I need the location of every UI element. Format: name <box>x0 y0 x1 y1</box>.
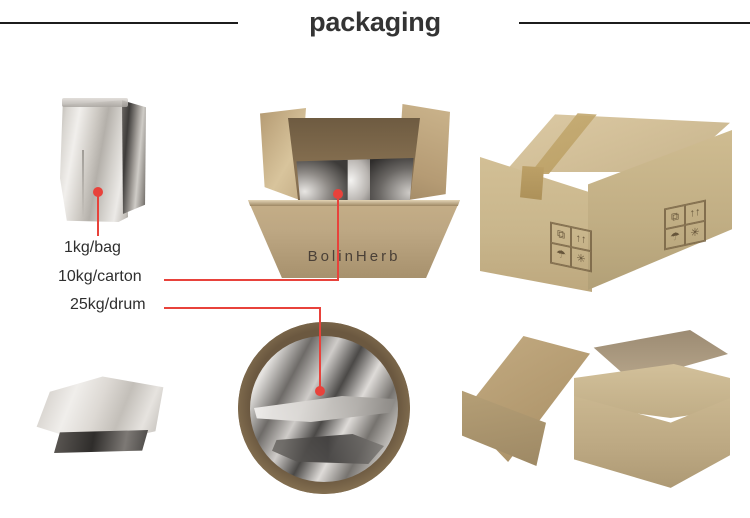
sealing-tape-side <box>520 166 544 200</box>
foil-bag-crease <box>82 150 84 218</box>
no-stack-icon: ✳ <box>685 220 705 245</box>
keep-dry-icon: ☂ <box>551 242 571 267</box>
photo-drum-interior <box>238 322 410 494</box>
callout-dot-bag <box>93 187 103 197</box>
header-rule-left <box>0 22 238 24</box>
photo-sealed-carton: ⧉ ↑↑ ☂ ✳ ⧉ ↑↑ ☂ ✳ <box>476 112 734 308</box>
flat-bag-underside <box>54 430 149 454</box>
foil-bag-top-seal <box>62 98 128 107</box>
handling-symbols-right: ⧉ ↑↑ ☂ ✳ <box>664 199 706 251</box>
callout-label-bag: 1kg/bag <box>64 239 121 256</box>
callout-dot-drum <box>315 386 325 396</box>
callout-dot-carton <box>333 189 343 199</box>
header-rule-right <box>519 22 750 24</box>
callout-label-drum: 25kg/drum <box>70 296 146 313</box>
carton-front-panel <box>248 200 460 278</box>
carton-brand-text: BolinHerb <box>307 248 401 265</box>
callout-label-carton: 10kg/carton <box>58 268 142 285</box>
callout-leader-carton-h <box>164 279 339 281</box>
header: packaging <box>0 0 750 48</box>
photo-standing-foil-bag <box>52 96 150 224</box>
page-title: packaging <box>309 7 441 37</box>
photo-flat-foil-bag <box>30 368 170 464</box>
photo-open-carton: BolinHerb <box>248 96 460 282</box>
callout-leader-drum-h <box>164 307 321 309</box>
callout-leader-bag <box>97 194 99 236</box>
keep-dry-icon: ☂ <box>665 225 685 250</box>
foil-bag-body <box>60 100 128 222</box>
carton-front-edge <box>248 200 460 206</box>
no-stack-icon: ✳ <box>571 247 591 272</box>
handling-symbols-left: ⧉ ↑↑ ☂ ✳ <box>550 221 592 273</box>
foil-bag-side-gusset <box>122 100 146 214</box>
callout-leader-carton-v <box>337 199 339 280</box>
callout-leader-drum-v <box>319 307 321 389</box>
photo-box-with-lid <box>456 330 736 502</box>
